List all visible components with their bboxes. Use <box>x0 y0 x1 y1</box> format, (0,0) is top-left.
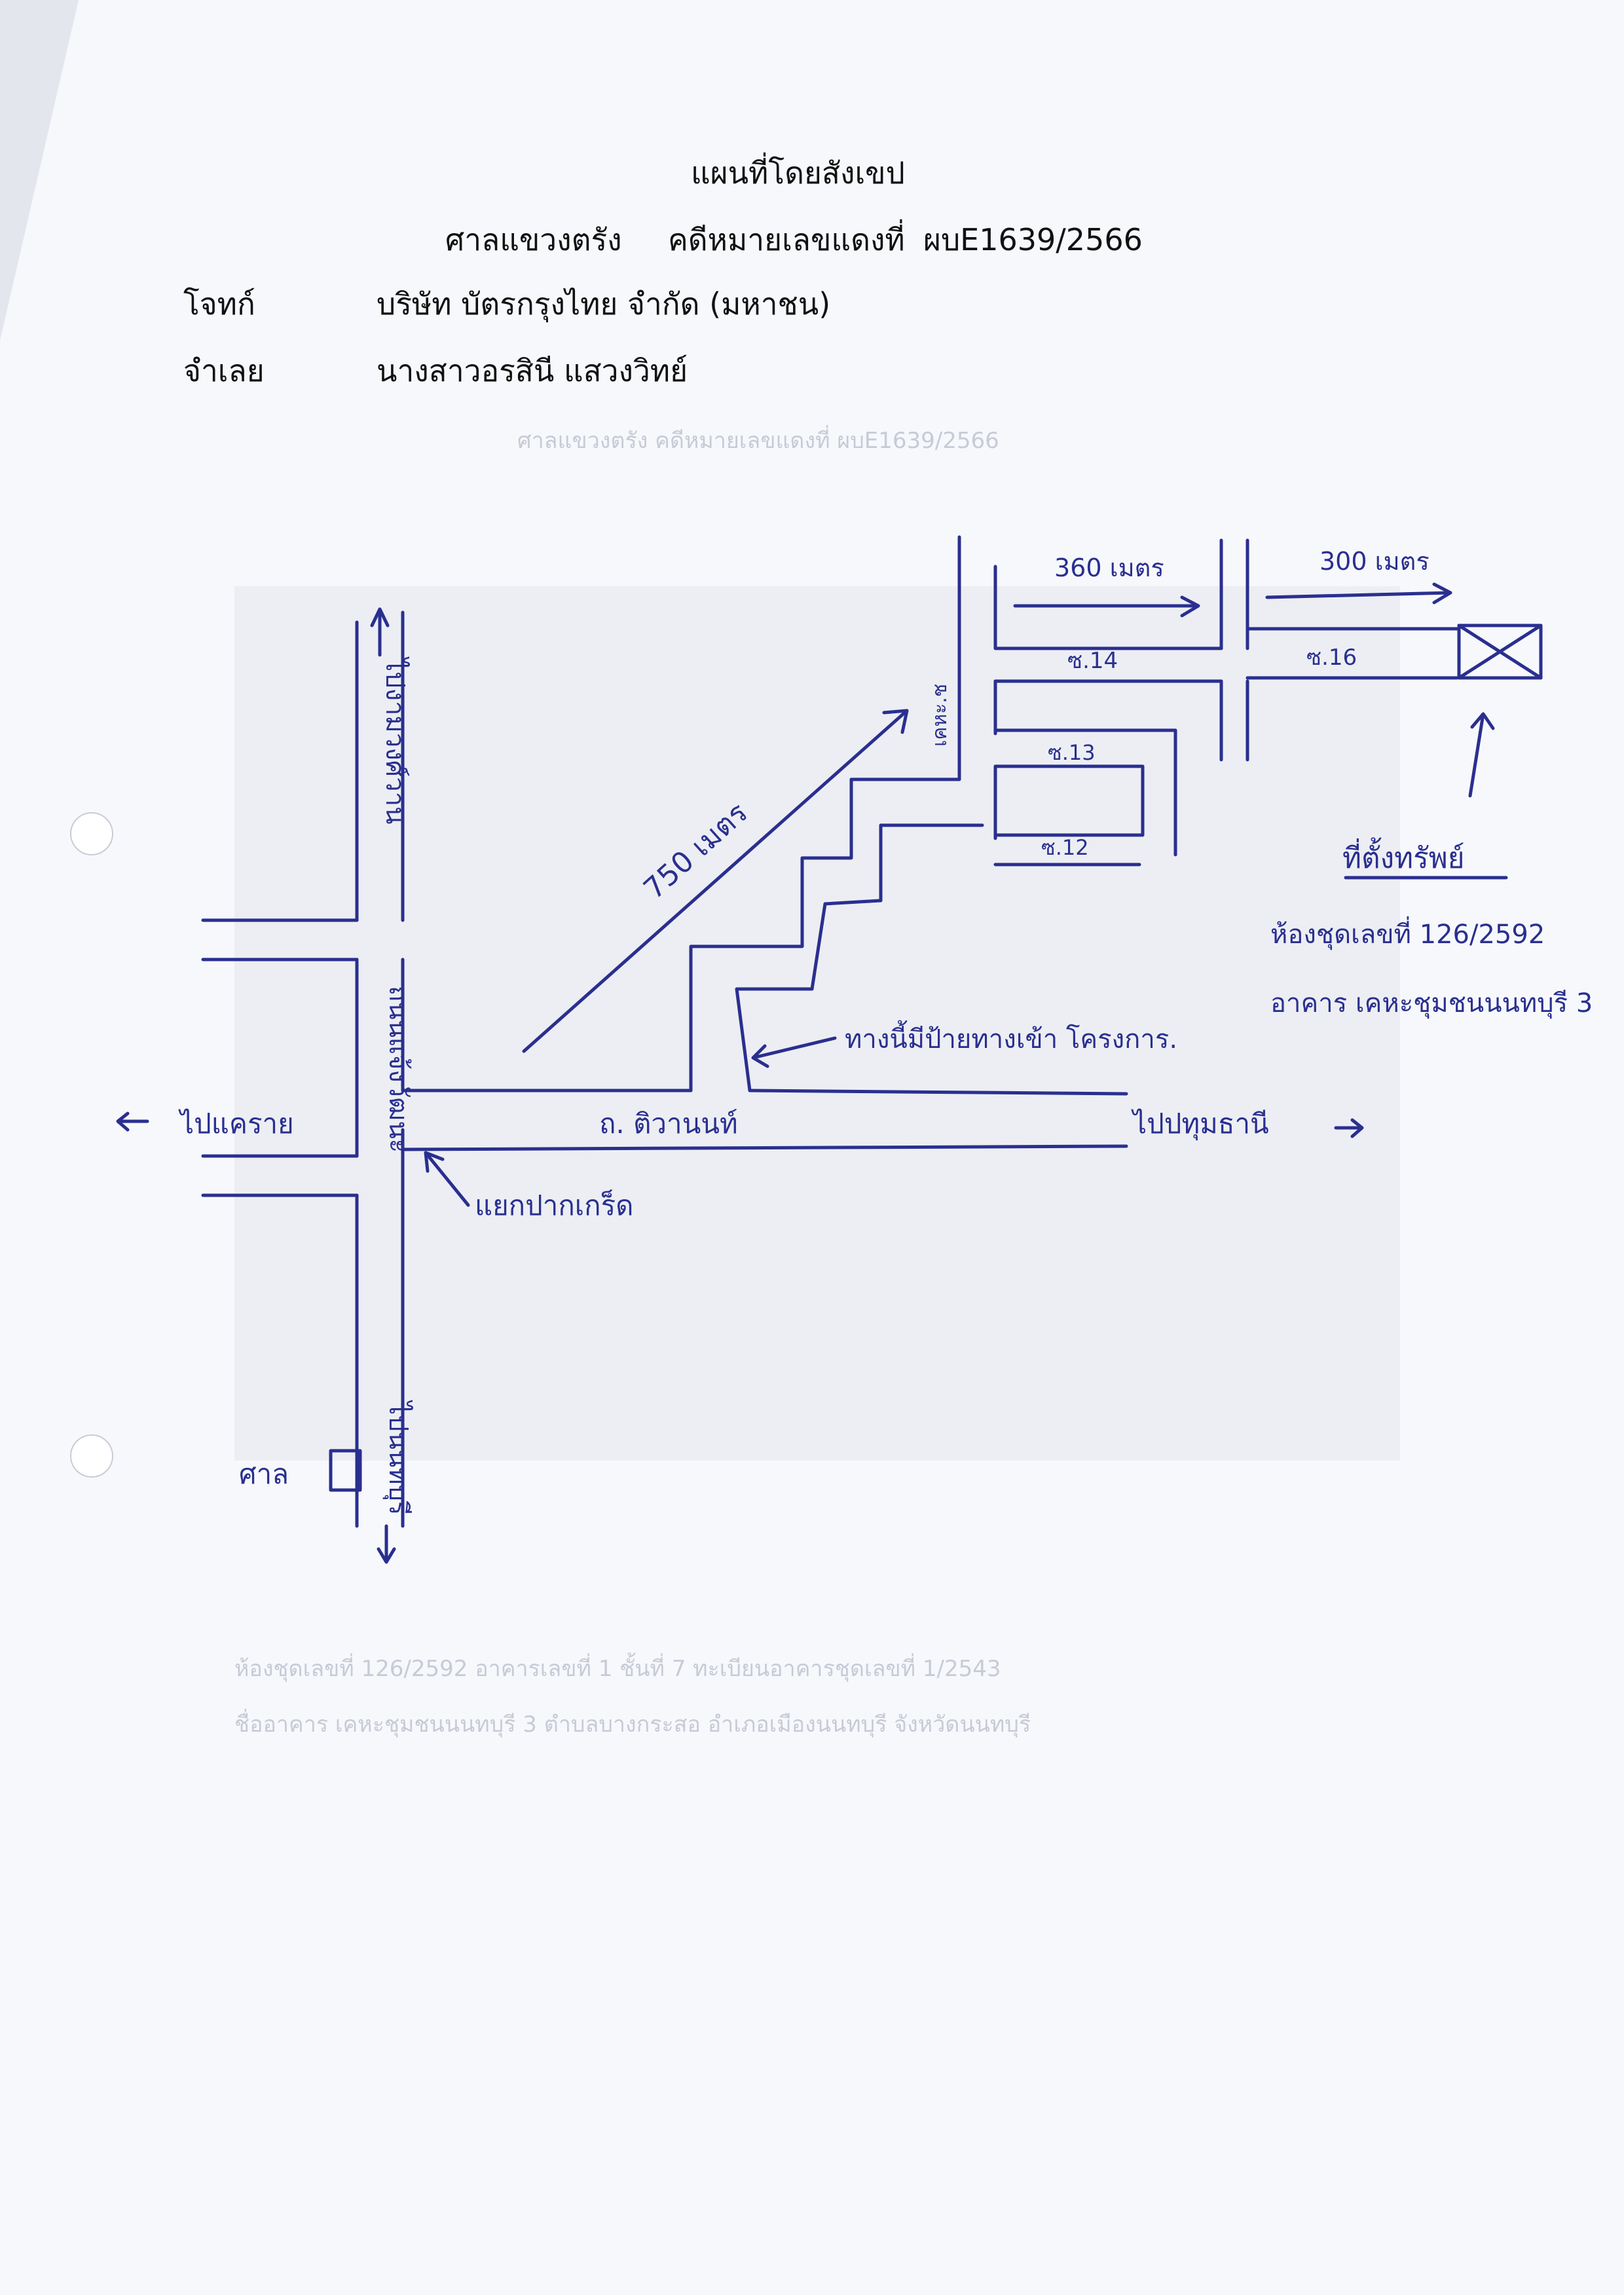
arrow-west <box>116 1111 149 1132</box>
property-title-label: ที่ตั้งทรัพย์ <box>1342 837 1464 875</box>
property-marker-cross <box>1457 624 1543 680</box>
junction-label: แยกปากเกร็ด <box>475 1189 633 1222</box>
landmark-pointer <box>751 1036 837 1068</box>
defendant-label: จำเลย <box>183 353 265 388</box>
show-through-line-2: ห้องชุดเลขที่ 126/2592 อาคารเลขที่ 1 ชั้… <box>234 1656 1001 1682</box>
property-marker <box>1457 624 1543 680</box>
stepped-route-inner <box>735 823 984 1092</box>
court-name: ศาลแขวงตรัง <box>445 222 622 257</box>
arrow-east <box>1334 1118 1364 1138</box>
diagonal-route-arrow <box>522 709 909 1053</box>
office-label: ศาล <box>239 1458 289 1490</box>
property-building-label: อาคาร เคหะชุมชนนนทบุรี 3 <box>1270 988 1593 1019</box>
page-title: แผนที่โดยสังเขป <box>691 155 905 191</box>
soi-16-label: ซ.16 <box>1306 644 1357 671</box>
soi-16-block <box>1246 627 1459 680</box>
soi-16-arrow <box>1265 582 1452 605</box>
junction-pointer <box>424 1151 470 1207</box>
case-label: คดีหมายเลขแดงที่ <box>668 222 905 257</box>
west-road-edges <box>201 918 359 1197</box>
distance-750-label: 750 เมตร <box>637 796 754 906</box>
main-road-label: ถนนแจ้งวัฒนะ <box>383 986 413 1153</box>
show-through-line-1: ศาลแขวงตรัง คดีหมายเลขแดงที่ ผบE1639/256… <box>517 428 999 454</box>
plaintiff-label: โจทก์ <box>183 286 255 322</box>
defendant-name: นางสาวอรสินี แสวงวิทย์ <box>377 353 688 388</box>
office-marker <box>329 1449 362 1492</box>
soi-14-arrow <box>1013 595 1200 618</box>
tiwanon-road-label: ถ. ติวานนท์ <box>599 1108 738 1140</box>
landmark-label: ทางนี้มีป้ายทางเข้า โครงการ. <box>845 1020 1177 1054</box>
distance-360-label: 360 เมตร <box>1054 553 1164 582</box>
soi-14-label: ซ.14 <box>1067 648 1118 674</box>
folded-corner <box>0 0 79 341</box>
punch-hole-top <box>70 812 113 855</box>
to-north-label: ไปงามวงศ์วาน <box>380 656 410 825</box>
to-east-label: ไปปทุมธานี <box>1131 1108 1269 1141</box>
soi-14-block <box>993 565 1223 683</box>
arrow-south <box>377 1524 396 1564</box>
property-unit-label: ห้องชุดเลขที่ 126/2592 <box>1270 916 1545 950</box>
show-through-line-3: ชื่ออาคาร เคหะชุมชนนนทบุรี 3 ตำบลบางกระส… <box>234 1711 1031 1738</box>
cross-road <box>1219 538 1249 762</box>
case-number: ผบE1639/2566 <box>923 222 1143 257</box>
punch-hole-bottom <box>70 1434 113 1478</box>
plaintiff-name: บริษัท บัตรกรุงไทย จำกัด (มหาชน) <box>377 286 831 322</box>
show-through-photo <box>234 586 1400 1461</box>
distance-300-label: 300 เมตร <box>1320 547 1430 576</box>
tiwanon-road-north-edge <box>401 1089 1128 1096</box>
to-south-label: ไปนนทบุรี <box>382 1400 413 1515</box>
soi-12-13-outer <box>993 728 1177 867</box>
soi-12-label: ซ.12 <box>1041 835 1089 860</box>
soi-12-13-loop <box>993 764 1145 837</box>
soi-13-label: ซ.13 <box>1048 740 1096 765</box>
stepped-route <box>689 535 961 1092</box>
to-west-label: ไปแคราย <box>178 1108 294 1140</box>
tiwanon-road-south-edge <box>401 1144 1128 1151</box>
arrow-north <box>370 607 390 657</box>
community-label: เคหะ.ช <box>929 684 951 747</box>
property-pointer <box>1468 712 1495 798</box>
